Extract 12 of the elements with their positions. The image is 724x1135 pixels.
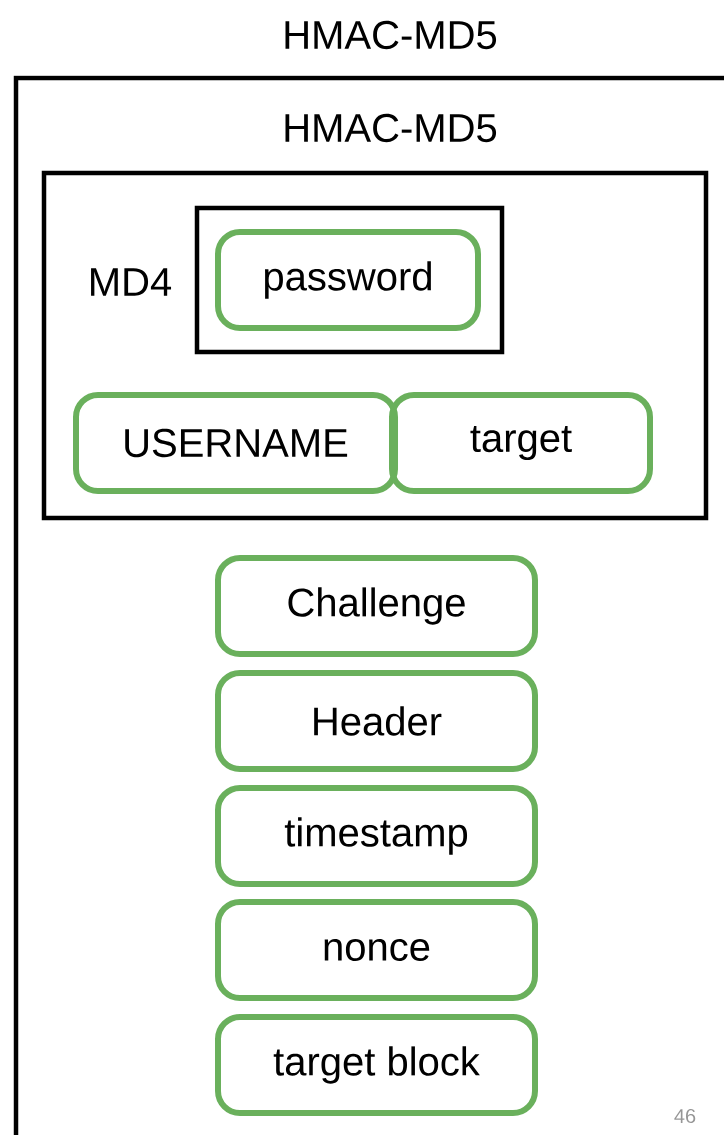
text-box: target bbox=[389, 392, 653, 494]
text-box: password bbox=[215, 229, 481, 331]
text-box: target block bbox=[215, 1014, 538, 1116]
heading: HMAC-MD5 bbox=[285, 20, 497, 50]
text-box: timestamp bbox=[215, 785, 538, 887]
heading: MD4 bbox=[91, 268, 172, 296]
page-number: 46 bbox=[674, 1108, 696, 1124]
heading: HMAC-MD5 bbox=[285, 113, 497, 143]
text-box: nonce bbox=[215, 899, 538, 1001]
text-box: Challenge bbox=[215, 555, 538, 657]
text-box: USERNAME bbox=[73, 392, 398, 494]
text-box: Header bbox=[215, 670, 538, 772]
